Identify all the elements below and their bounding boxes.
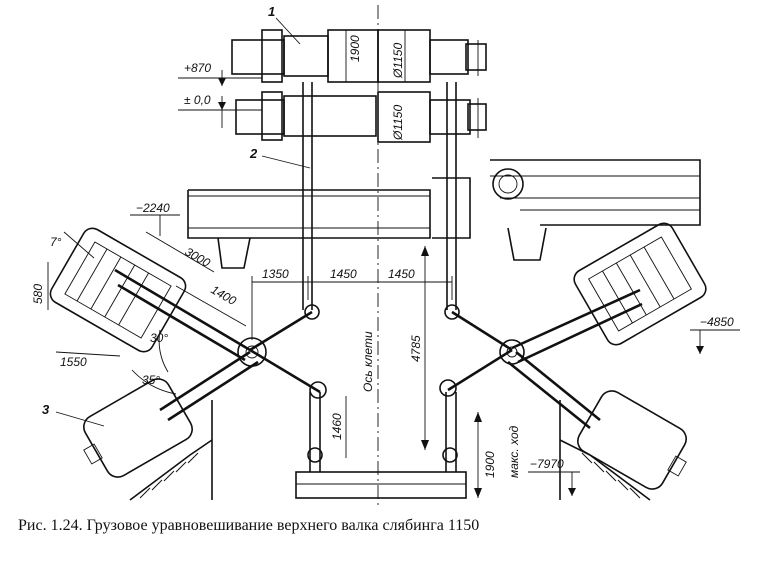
callout-2: 2 bbox=[249, 146, 258, 161]
elevation-plus870-label: +870 bbox=[184, 61, 211, 75]
callout-3: 3 bbox=[42, 402, 50, 417]
elevation-plus870-mark bbox=[178, 70, 262, 86]
dia1150-mid-label: Ø1150 bbox=[391, 105, 405, 141]
angle35-label: 35° bbox=[142, 373, 160, 387]
elevation-zero-label: ± 0,0 bbox=[184, 93, 211, 107]
elevation-minus2240-label: −2240 bbox=[136, 201, 170, 215]
upper-roll-assembly bbox=[231, 29, 487, 83]
left-upper-counterweight bbox=[49, 227, 187, 353]
right-lower-counterweight bbox=[577, 390, 687, 490]
right-foundation-pit bbox=[559, 400, 651, 501]
elevation-minus7970-label: −7970 bbox=[530, 457, 564, 471]
left-lower-counterweight bbox=[83, 378, 193, 478]
d1460-label: 1460 bbox=[330, 413, 344, 440]
angle7-label: 7° bbox=[50, 235, 62, 249]
right-lever-system bbox=[439, 288, 643, 430]
callout-3-leader bbox=[55, 411, 105, 427]
d1350-label: 1350 bbox=[262, 267, 289, 281]
callout-1: 1 bbox=[268, 4, 275, 19]
right-roller-table bbox=[490, 159, 701, 261]
left-foundation-pit bbox=[129, 400, 213, 501]
right-balance-rod bbox=[446, 82, 457, 310]
bottom-base bbox=[295, 392, 467, 499]
elevation-zero-mark bbox=[178, 96, 262, 128]
dia1150-top-label: Ø1150 bbox=[391, 43, 405, 79]
elevation-minus4850-label: −4850 bbox=[700, 315, 734, 329]
callout-2-leader bbox=[261, 155, 311, 169]
d1450-right-label: 1450 bbox=[388, 267, 415, 281]
d3000-label: 3000 bbox=[183, 244, 213, 270]
right-upper-counterweight bbox=[573, 222, 707, 346]
figure-caption: Рис. 1.24. Грузовое уравновешивание верх… bbox=[18, 517, 480, 534]
slabbing-mill-drawing: Ось клети 1900 Ø1150 Ø1150 +870 ± 0,0 bbox=[31, 4, 740, 505]
d1400-label: 1400 bbox=[209, 282, 239, 308]
left-lever-system bbox=[114, 268, 327, 422]
max-stroke-label: макс. ход bbox=[507, 425, 521, 478]
d580-label: 580 bbox=[31, 284, 45, 304]
callout-1-leader bbox=[275, 17, 301, 45]
angle30-label: 30° bbox=[150, 331, 168, 345]
lower-roll-assembly bbox=[235, 91, 487, 143]
d1550-label: 1550 bbox=[60, 355, 87, 369]
d1900-max-label: 1900 bbox=[483, 451, 497, 478]
housing-crossbeam bbox=[187, 177, 471, 269]
mill-axis-label: Ось клети bbox=[361, 331, 375, 392]
d1450-left-label: 1450 bbox=[330, 267, 357, 281]
d1900-top-label: 1900 bbox=[348, 35, 362, 62]
d4785-label: 4785 bbox=[409, 335, 423, 362]
